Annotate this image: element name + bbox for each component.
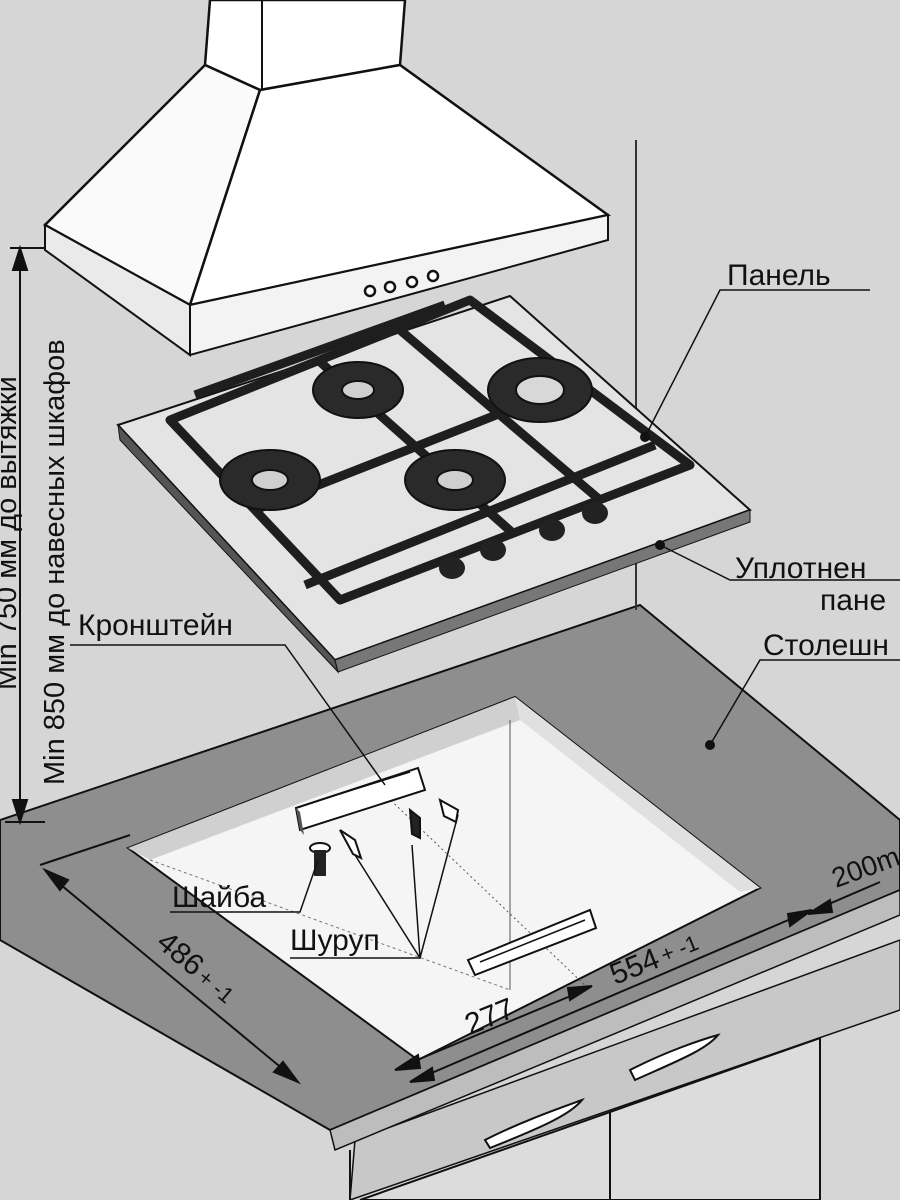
label-screw: Шуруп [290, 924, 380, 957]
countertop [0, 603, 900, 1152]
door-handle-right [628, 1033, 721, 1082]
burners [219, 357, 593, 511]
range-hood [42, 0, 612, 357]
door-handle-left [483, 1097, 586, 1150]
label-min-cabinets: Min 850 мм до навесных шкафов [39, 339, 71, 785]
washer [309, 842, 331, 876]
label-min-hood: Min 750 мм до вытяжки [0, 376, 23, 690]
label-washer: Шайба [172, 881, 266, 914]
label-panel: Панель [727, 259, 831, 292]
label-countertop: Столешн [763, 629, 889, 662]
label-seal-line2: пане [820, 584, 886, 617]
label-bracket: Кронштейн [78, 609, 233, 642]
leader-lines [70, 289, 900, 959]
bracket-back [466, 908, 598, 977]
cabinet [349, 939, 900, 1200]
bracket-front [294, 766, 427, 835]
hood-control-knobs [363, 269, 440, 298]
label-seal-line1: Уплотнен [735, 552, 866, 585]
hob-control-knobs [439, 502, 608, 579]
gas-hob [116, 294, 752, 674]
dimension-lines [5, 244, 881, 1085]
